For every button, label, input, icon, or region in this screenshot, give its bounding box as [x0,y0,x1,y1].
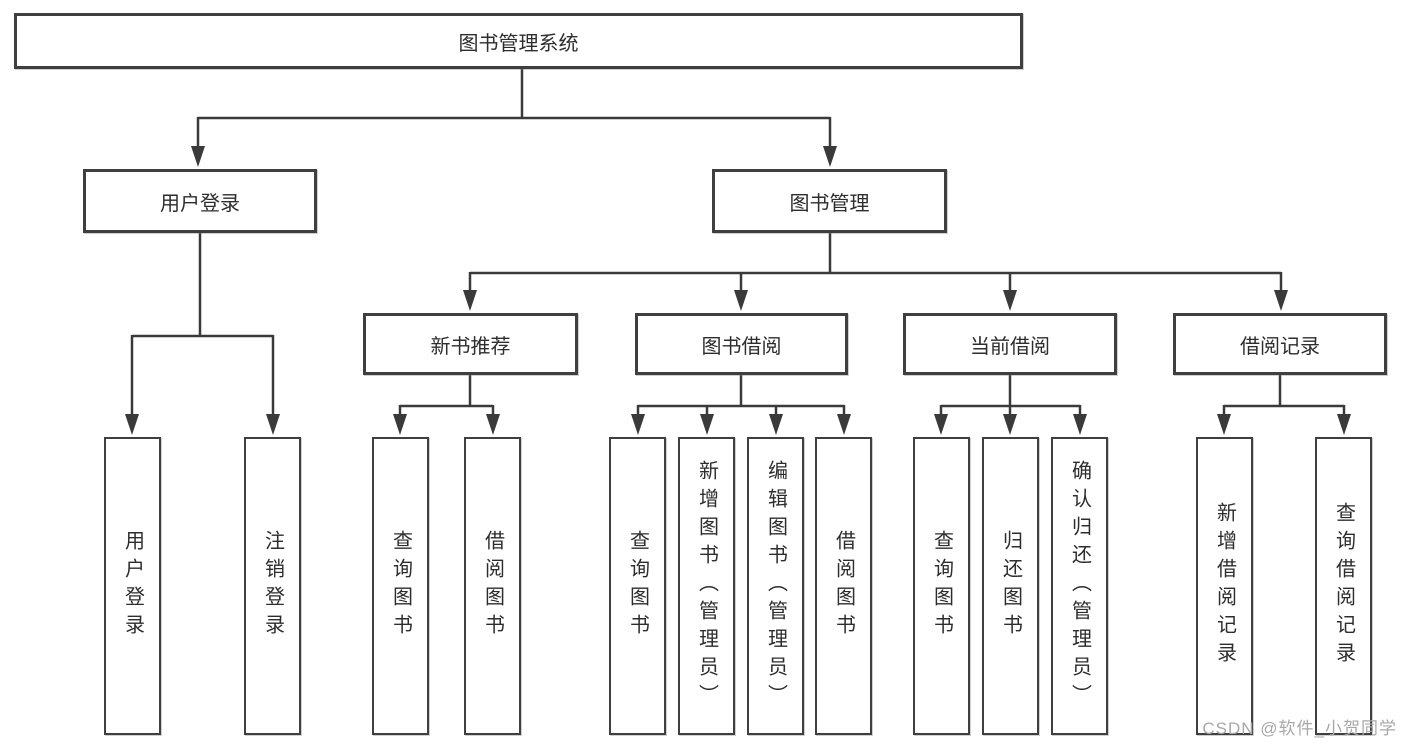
root-node-library-management-system: 图书管理系统 [14,13,1023,69]
leaf-edit-book-admin: 编辑图书（管理员） [747,437,804,735]
csdn-watermark: CSDN @软件_小贺同学 [1202,719,1397,738]
leaf-query-books-current-label: 查询图书 [930,530,953,642]
leaf-return-book: 归还图书 [982,437,1039,735]
root-node-label: 图书管理系统 [458,32,579,55]
node-borrowing-records-label: 借阅记录 [1240,335,1320,358]
leaf-confirm-return-admin: 确认归还（管理员） [1051,437,1108,735]
node-book-management: 图书管理 [712,169,947,233]
leaf-edit-book-admin-label: 编辑图书（管理员） [764,460,787,712]
leaf-add-borrow-record: 新增借阅记录 [1196,437,1253,735]
leaf-confirm-return-admin-label: 确认归还（管理员） [1068,460,1091,712]
leaf-query-books-borrowing: 查询图书 [609,437,666,735]
leaf-borrow-books-recommend-label: 借阅图书 [481,530,504,642]
node-new-book-recommendation-label: 新书推荐 [430,335,511,358]
leaf-user-login-label: 用户登录 [121,530,144,642]
node-new-book-recommendation: 新书推荐 [363,313,578,375]
leaf-query-books-current: 查询图书 [913,437,970,735]
leaf-logout: 注销登录 [244,437,301,735]
arrowheads [125,146,1351,435]
leaf-add-book-admin-label: 新增图书（管理员） [695,460,718,712]
node-book-management-label: 图书管理 [789,192,870,215]
leaf-query-books-recommend: 查询图书 [372,437,429,735]
leaf-borrow-books-borrowing: 借阅图书 [815,437,872,735]
node-user-login-label: 用户登录 [160,192,240,215]
leaf-add-borrow-record-label: 新增借阅记录 [1213,502,1236,670]
leaf-query-books-borrowing-label: 查询图书 [626,530,649,642]
node-user-login: 用户登录 [83,169,317,233]
node-current-borrowing: 当前借阅 [903,313,1117,375]
node-borrowing-records: 借阅记录 [1173,313,1387,375]
leaf-logout-label: 注销登录 [261,530,284,642]
leaf-return-book-label: 归还图书 [999,530,1022,642]
leaf-borrow-books-borrowing-label: 借阅图书 [832,530,855,642]
leaf-user-login: 用户登录 [104,437,161,735]
node-book-borrowing: 图书借阅 [635,313,848,375]
node-book-borrowing-label: 图书借阅 [701,335,782,358]
leaf-query-books-recommend-label: 查询图书 [389,530,412,642]
leaf-borrow-books-recommend: 借阅图书 [464,437,521,735]
leaf-query-borrow-record-label: 查询借阅记录 [1332,502,1355,670]
leaf-add-book-admin: 新增图书（管理员） [678,437,735,735]
node-current-borrowing-label: 当前借阅 [970,335,1050,358]
leaf-query-borrow-record: 查询借阅记录 [1315,437,1372,735]
